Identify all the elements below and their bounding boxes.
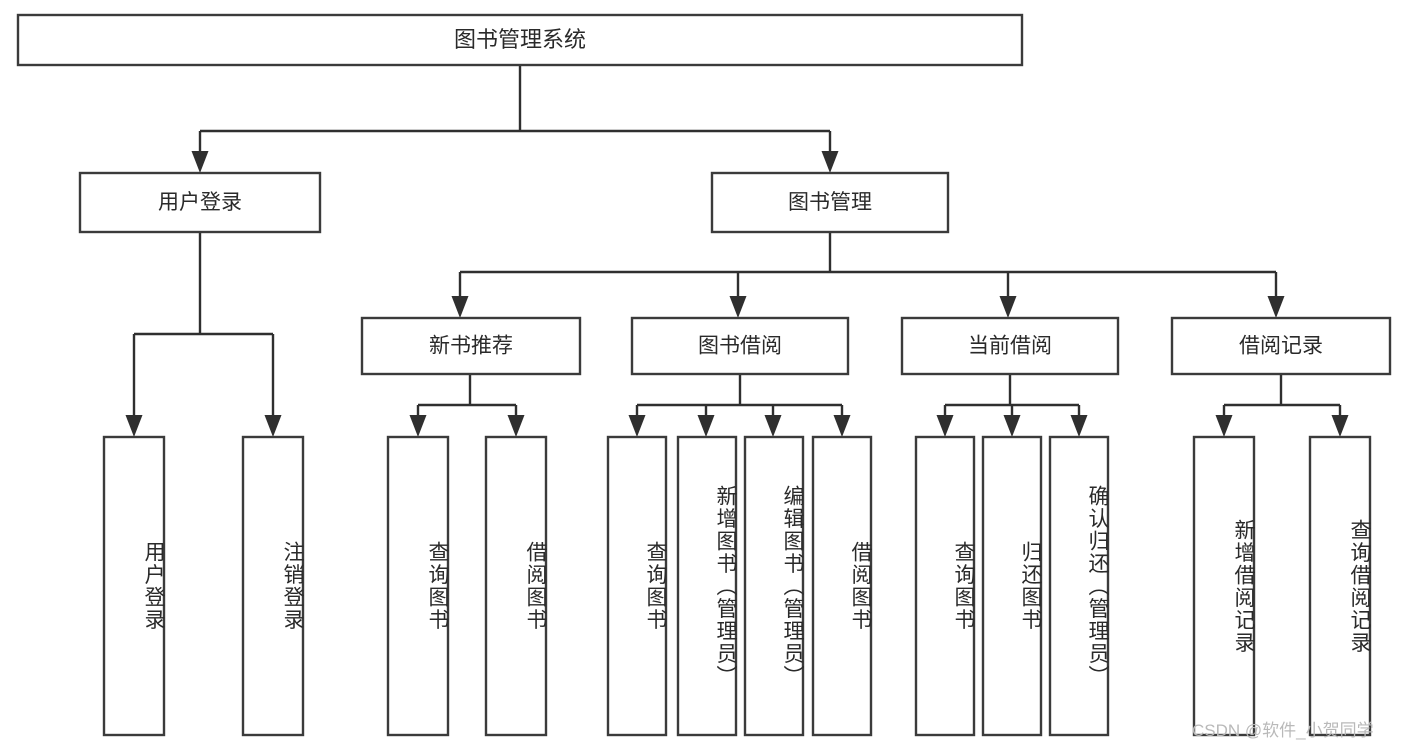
node-box-leaf-query-book-1[interactable] [386,435,450,737]
node-label-book-borrow: 图书借阅 [698,335,782,358]
book-borrow-arrow-0 [628,415,646,437]
node-box-leaf-borrow-book-2[interactable] [811,435,873,737]
book-borrow-arrow-2 [764,415,782,437]
node-label-book-manage: 图书管理 [788,191,872,214]
node-label-user-login: 用户登录 [158,191,242,214]
book-manage-arrow-3 [1267,296,1285,318]
node-box-current-borrow[interactable] [900,316,1120,376]
borrow-record-arrow-0 [1215,415,1233,437]
box-layer [16,13,1392,737]
node-box-borrow-record[interactable] [1170,316,1392,376]
node-label-root: 图书管理系统 [454,27,586,52]
node-label-borrow-record: 借阅记录 [1239,335,1323,358]
node-box-leaf-return-book[interactable] [981,435,1043,737]
book-borrow-arrow-3 [833,415,851,437]
current-borrow-arrow-0 [936,415,954,437]
node-box-leaf-query-record[interactable] [1308,435,1372,737]
node-box-leaf-user-login[interactable] [102,435,166,737]
node-box-leaf-borrow-book-1[interactable] [484,435,548,737]
node-box-leaf-add-record[interactable] [1192,435,1256,737]
root-arrow-0 [191,151,209,173]
node-box-leaf-edit-book[interactable] [743,435,805,737]
node-box-leaf-query-book-2[interactable] [606,435,668,737]
current-borrow-arrow-2 [1070,415,1088,437]
book-manage-arrow-0 [451,296,469,318]
current-borrow-arrow-1 [1003,415,1021,437]
node-box-book-borrow[interactable] [630,316,850,376]
user-login-arrow-1 [264,415,282,437]
node-box-book-manage[interactable] [710,171,950,234]
book-borrow-arrow-1 [697,415,715,437]
root-arrow-1 [821,151,839,173]
user-login-arrow-0 [125,415,143,437]
csdn-watermark: CSDN @软件_小贺同学 [1192,721,1374,740]
node-box-user-login[interactable] [78,171,322,234]
node-box-new-book-rec[interactable] [360,316,582,376]
node-label-current-borrow: 当前借阅 [968,335,1052,358]
new-book-rec-arrow-0 [409,415,427,437]
book-manage-arrow-2 [999,296,1017,318]
node-box-leaf-query-book-3[interactable] [914,435,976,737]
node-box-root[interactable] [16,13,1024,67]
book-manage-arrow-1 [729,296,747,318]
borrow-record-arrow-1 [1331,415,1349,437]
node-box-leaf-user-logout[interactable] [241,435,305,737]
node-label-new-book-rec: 新书推荐 [429,335,513,358]
connector-layer [125,65,1349,437]
node-box-leaf-confirm-return[interactable] [1048,435,1110,737]
new-book-rec-arrow-1 [507,415,525,437]
node-box-leaf-add-book[interactable] [676,435,738,737]
